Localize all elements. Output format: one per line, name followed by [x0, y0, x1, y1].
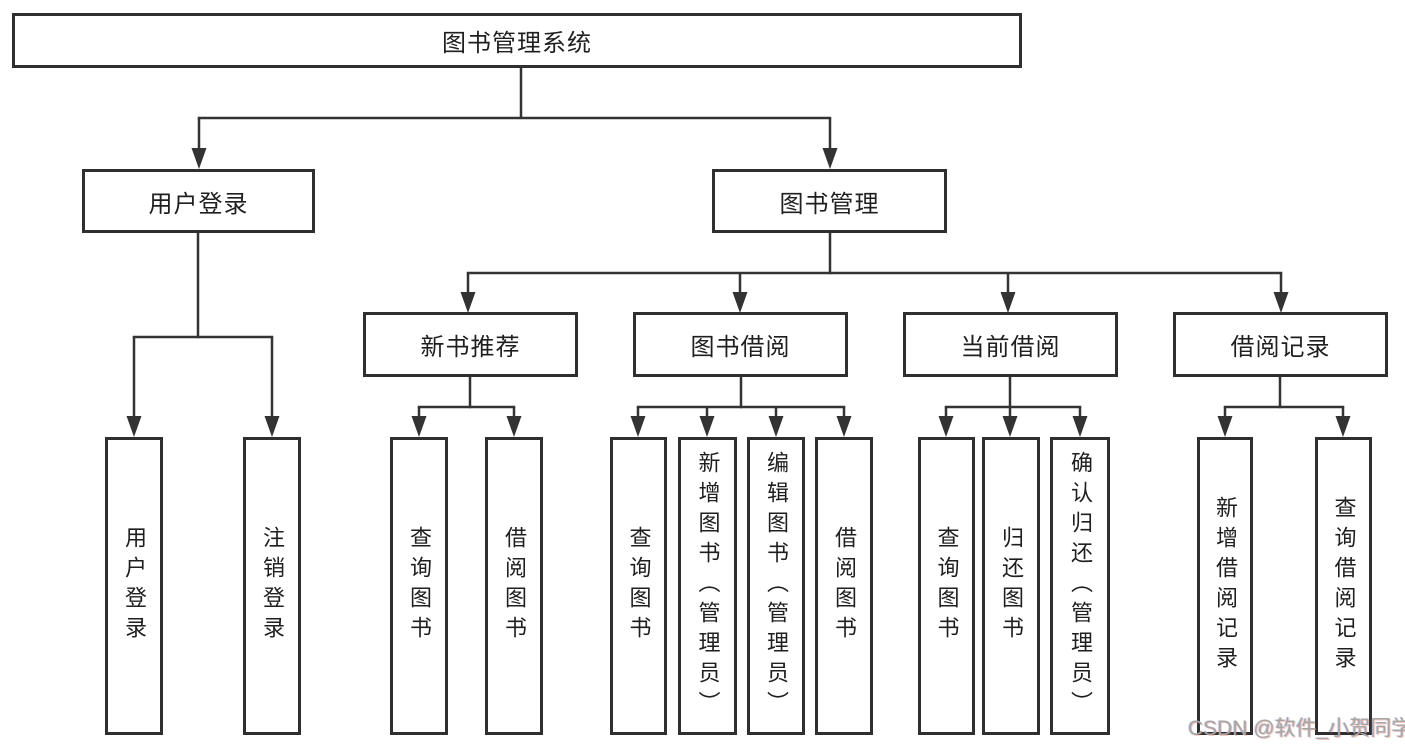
- leaf-borrow-books-2: 借阅图书: [815, 437, 873, 735]
- leaf-query-borrow-record: 查询借阅记录: [1315, 437, 1372, 735]
- leaf-logout-login-label: 注销登录: [260, 526, 285, 646]
- node-book-management: 图书管理: [712, 169, 947, 233]
- leaf-query-books-2: 查询图书: [610, 437, 667, 735]
- leaf-query-books-1-label: 查询图书: [407, 526, 432, 646]
- leaf-borrow-books-2-label: 借阅图书: [832, 526, 857, 646]
- leaf-query-borrow-record-label: 查询借阅记录: [1331, 496, 1357, 676]
- leaf-return-book: 归还图书: [982, 437, 1040, 735]
- leaf-add-borrow-record-label: 新增借阅记录: [1213, 496, 1238, 676]
- node-borrowing-records-label: 借阅记录: [1230, 334, 1331, 361]
- leaf-edit-book-admin-label: 编辑图书（管理员）: [764, 451, 789, 721]
- csdn-watermark: CSDN @软件_小贺同学: [1188, 717, 1405, 740]
- node-library-system-label: 图书管理系统: [442, 30, 592, 57]
- leaf-query-books-2-label: 查询图书: [626, 526, 652, 646]
- node-book-borrowing: 图书借阅: [633, 312, 848, 377]
- node-user-login: 用户登录: [82, 169, 315, 233]
- leaf-add-borrow-record: 新增借阅记录: [1197, 437, 1253, 735]
- leaf-return-book-label: 归还图书: [999, 526, 1024, 646]
- node-new-book-recommend: 新书推荐: [363, 312, 578, 377]
- leaf-add-book-admin: 新增图书（管理员）: [678, 437, 737, 735]
- node-current-borrowing-label: 当前借阅: [960, 334, 1061, 361]
- leaf-confirm-return-admin-label: 确认归还（管理员）: [1068, 451, 1093, 721]
- node-new-book-recommend-label: 新书推荐: [420, 334, 521, 361]
- leaf-edit-book-admin: 编辑图书（管理员）: [747, 437, 805, 735]
- leaf-confirm-return-admin: 确认归还（管理员）: [1050, 437, 1110, 735]
- node-current-borrowing: 当前借阅: [903, 312, 1118, 377]
- leaf-borrow-books-1-label: 借阅图书: [502, 526, 527, 646]
- node-book-management-label: 图书管理: [779, 190, 880, 218]
- leaf-query-books-1: 查询图书: [390, 437, 448, 735]
- node-library-system: 图书管理系统: [12, 13, 1022, 68]
- leaf-query-books-3: 查询图书: [918, 437, 975, 735]
- leaf-add-book-admin-label: 新增图书（管理员）: [695, 451, 721, 721]
- leaf-user-login-label: 用户登录: [122, 526, 147, 646]
- node-borrowing-records: 借阅记录: [1173, 312, 1388, 377]
- leaf-logout-login: 注销登录: [243, 437, 301, 735]
- leaf-user-login: 用户登录: [105, 437, 163, 735]
- leaf-borrow-books-1: 借阅图书: [485, 437, 543, 735]
- leaf-query-books-3-label: 查询图书: [934, 526, 960, 646]
- node-user-login-label: 用户登录: [148, 190, 249, 218]
- node-book-borrowing-label: 图书借阅: [690, 334, 791, 361]
